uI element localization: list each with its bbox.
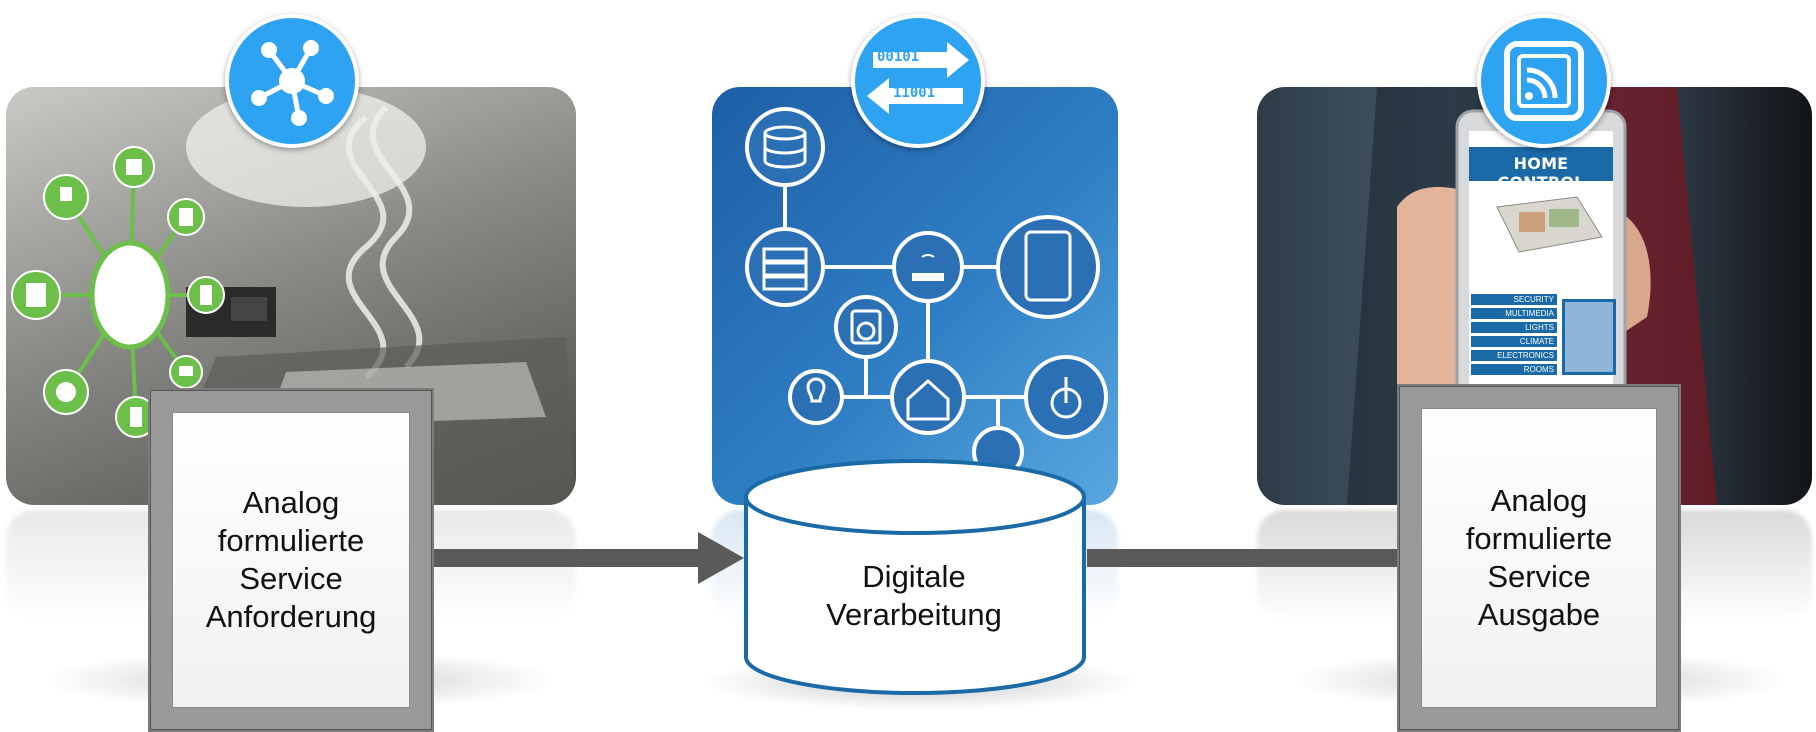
database-node (745, 107, 825, 187)
phone-menu-item-security[interactable]: SECURITY (1471, 294, 1557, 305)
request-line-1: Analog (242, 485, 340, 520)
phone-menu-item-lights[interactable]: LIGHTS (1471, 322, 1557, 333)
output-line-1: Analog (1490, 483, 1588, 518)
request-line-4: Anforderung (205, 599, 377, 634)
server-node (745, 227, 825, 307)
digital-network-panel (712, 87, 1118, 505)
request-line-3: Service (239, 561, 343, 596)
processing-line-1: Digitale (862, 559, 966, 594)
phone-menu: SECURITY MULTIMEDIA LIGHTS CLIMATE ELECT… (1471, 294, 1557, 378)
binary-transfer-badge: 00101 11001 (851, 14, 985, 148)
output-line-2: formulierte (1465, 521, 1613, 556)
service-output-box: Analog formulierte Service Ausgabe (1397, 384, 1681, 732)
network-diagram (745, 107, 1108, 478)
arrow-processing-to-output (1087, 532, 1451, 584)
service-output-box-inner: Analog formulierte Service Ausgabe (1421, 408, 1657, 708)
processing-line-2: Verarbeitung (826, 597, 1002, 632)
router-node (892, 231, 964, 303)
wireless-signal-icon (1504, 41, 1584, 121)
washing-machine-node (834, 295, 898, 359)
processing-cylinder (744, 459, 1086, 695)
phone-title: HOME CONTROL (1497, 154, 1585, 192)
smart-hub (89, 240, 171, 350)
service-request-box: Analog formulierte Service Anforderung (148, 388, 434, 732)
service-request-box-inner: Analog formulierte Service Anforderung (172, 412, 410, 708)
phone-menu-item-electronics[interactable]: ELECTRONICS (1471, 350, 1557, 361)
phone-menu-item-multimedia[interactable]: MULTIMEDIA (1471, 308, 1557, 319)
binary-data-transfer-icon (867, 42, 969, 114)
home-node (890, 359, 966, 435)
processing-label: Digitale Verarbeitung (744, 558, 1084, 634)
wireless-signal-badge (1477, 14, 1611, 148)
output-line-3: Service (1487, 559, 1591, 594)
tablet-node (996, 215, 1100, 319)
bulb-node (788, 369, 844, 425)
network-hub-icon (251, 40, 334, 126)
arrow-request-to-processing (432, 532, 744, 584)
network-hub-badge (225, 14, 359, 148)
phone-menu-item-rooms[interactable]: ROOMS (1471, 364, 1557, 375)
binary-code-bottom: 11001 (893, 85, 936, 101)
binary-code-top: 00101 (877, 49, 920, 65)
phone-status-block (1562, 299, 1616, 375)
request-line-2: formulierte (217, 523, 365, 558)
output-line-4: Ausgabe (1477, 597, 1601, 632)
phone-menu-item-climate[interactable]: CLIMATE (1471, 336, 1557, 347)
